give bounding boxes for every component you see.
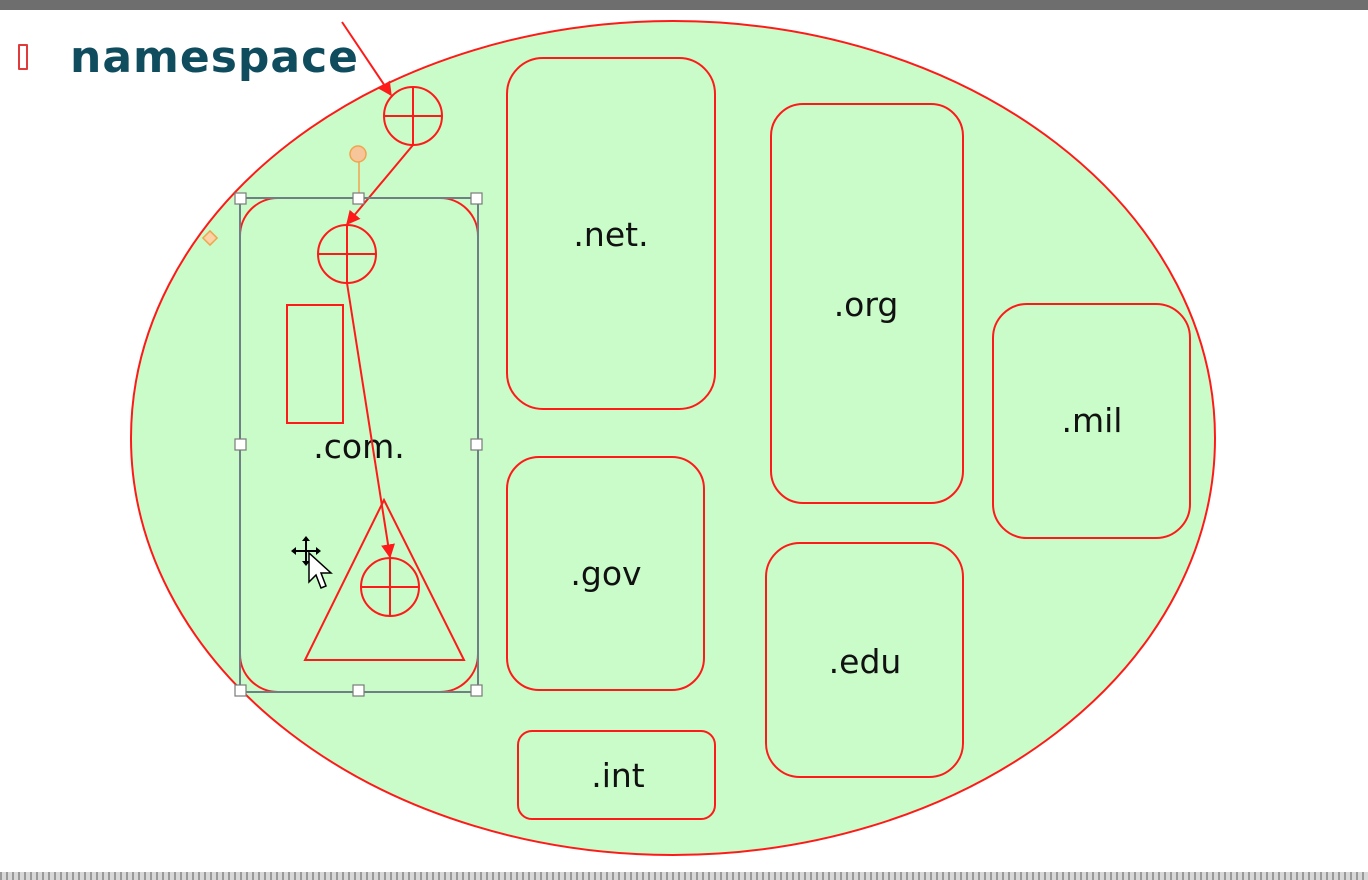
int-domain[interactable]: .int <box>517 730 716 820</box>
root-to-com-arrow[interactable] <box>346 144 414 226</box>
resize-handle-top-right[interactable] <box>470 192 483 205</box>
bullet-icon <box>18 44 28 70</box>
resize-handle-top-left[interactable] <box>234 192 247 205</box>
mil-domain-label: .mil <box>1062 401 1123 440</box>
edu-domain[interactable]: .edu <box>765 542 964 778</box>
gov-domain-box[interactable] <box>506 456 705 691</box>
entry-arrow[interactable] <box>341 21 392 97</box>
org-domain[interactable]: .org <box>770 103 964 504</box>
resize-handle-bottom-left[interactable] <box>234 684 247 697</box>
gov-domain[interactable]: .gov <box>506 456 705 691</box>
com-to-host-arrow[interactable] <box>346 282 395 559</box>
org-domain-label: .org <box>834 285 899 324</box>
move-cursor-icon <box>291 536 333 589</box>
zone-triangle[interactable] <box>303 497 466 661</box>
org-domain-box[interactable] <box>770 103 964 504</box>
corner-adjust-handle-icon[interactable] <box>201 229 219 247</box>
net-domain-box[interactable] <box>506 57 716 410</box>
mil-domain[interactable]: .mil <box>992 303 1191 539</box>
host-node-icon[interactable] <box>360 557 420 617</box>
int-domain-label: .int <box>591 756 645 795</box>
resize-handle-right[interactable] <box>470 438 483 451</box>
root-node-icon[interactable] <box>383 86 443 146</box>
edu-domain-box[interactable] <box>765 542 964 778</box>
net-domain[interactable]: .net. <box>506 57 716 410</box>
net-domain-label: .net. <box>573 215 648 254</box>
com-node-icon[interactable] <box>317 224 377 284</box>
com-domain-label: .com. <box>313 427 404 466</box>
window-top-bar <box>0 0 1368 10</box>
int-domain-box[interactable] <box>517 730 716 820</box>
resize-handle-top[interactable] <box>352 192 365 205</box>
resize-handle-left[interactable] <box>234 438 247 451</box>
edu-domain-label: .edu <box>829 642 902 681</box>
host-rectangle[interactable] <box>286 304 344 424</box>
selection-frame[interactable] <box>201 145 483 697</box>
mil-domain-box[interactable] <box>992 303 1191 539</box>
slide-title: namespace <box>70 32 360 83</box>
gov-domain-label: .gov <box>570 554 641 593</box>
resize-handle-bottom[interactable] <box>352 684 365 697</box>
rotation-handle-icon[interactable] <box>349 145 367 163</box>
bottom-ruler <box>0 872 1368 880</box>
resize-handle-bottom-right[interactable] <box>470 684 483 697</box>
com-domain-group[interactable]: .com. <box>239 197 479 693</box>
